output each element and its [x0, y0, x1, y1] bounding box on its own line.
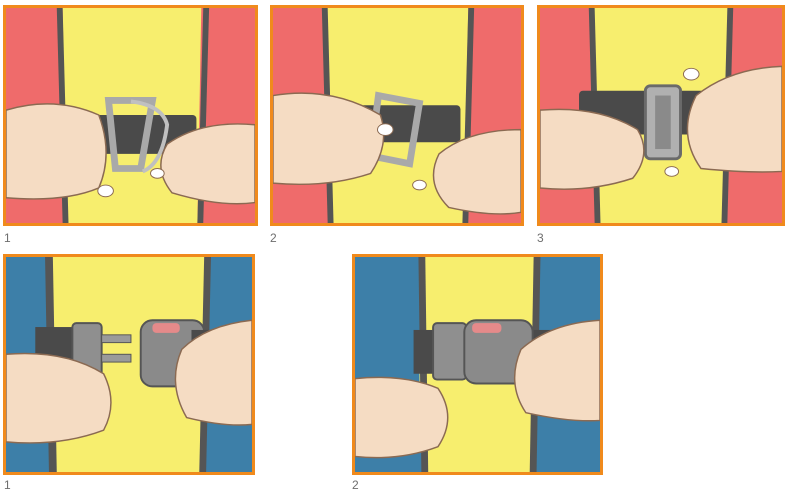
illustration-thread-strap — [6, 8, 255, 223]
step-number: 3 — [537, 231, 544, 245]
step-panel-bottom-1 — [3, 254, 255, 475]
step-number: 1 — [4, 231, 11, 245]
step-panel-bottom-2 — [352, 254, 603, 475]
step-panel-top-2 — [270, 5, 524, 226]
illustration-insert-buckle — [6, 257, 252, 472]
step-number: 2 — [270, 231, 277, 245]
step-panel-top-1 — [3, 5, 258, 226]
illustration-buckle-locked — [355, 257, 600, 472]
step-panel-top-3 — [537, 5, 785, 226]
illustration-feed-strap — [273, 8, 521, 223]
illustration-tighten-strap — [540, 8, 782, 223]
